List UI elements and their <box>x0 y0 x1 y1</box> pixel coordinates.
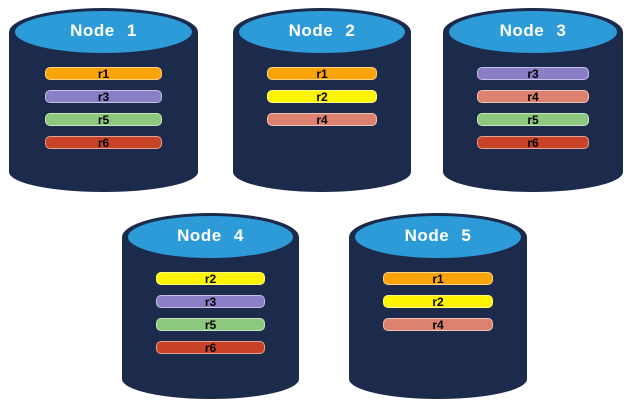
replica-label: r2 <box>316 89 328 104</box>
node-label: Node 4 <box>177 226 244 245</box>
replica-label: r3 <box>97 89 110 104</box>
replica-label: r3 <box>204 294 217 309</box>
replica-bar-r1: r1 <box>266 66 378 81</box>
replica-bar-r6: r6 <box>44 135 163 150</box>
replica-bar-r4: r4 <box>477 90 589 103</box>
replica-label: r5 <box>97 112 110 127</box>
replica-list: r1 r2 r4 <box>266 66 378 127</box>
node-cylinder-4: Node 4 r2 r3 r5 r6 <box>122 213 299 399</box>
replica-bar-r3: r3 <box>477 67 589 80</box>
replica-label: r4 <box>432 317 444 332</box>
replica-bar-r5: r5 <box>155 317 266 332</box>
replica-label: r4 <box>316 112 328 127</box>
replica-bar-r2: r2 <box>266 89 378 104</box>
node-label: Node 3 <box>499 21 567 40</box>
node-cylinder-2: Node 2 r1 r2 r4 <box>233 8 411 192</box>
cylinder-body <box>443 32 623 192</box>
node-cylinder-3: Node 3 r3 r4 r5 r6 <box>443 8 623 192</box>
replica-bar-r4: r4 <box>382 317 494 332</box>
node-label: Node 5 <box>404 226 472 245</box>
cylinder-top: Node 5 <box>355 216 521 258</box>
replica-bar-r2: r2 <box>155 271 266 286</box>
replica-bar-r1: r1 <box>382 271 494 286</box>
cylinder-top: Node 3 <box>449 11 617 53</box>
replica-label: r5 <box>527 112 539 127</box>
replica-label: r2 <box>432 294 444 309</box>
node-label: Node 2 <box>288 21 356 40</box>
node-cylinder-1: Node 1 r1 r3 r5 r6 <box>9 8 198 192</box>
node-cylinder-5: Node 5 r1 r2 r4 <box>349 213 527 399</box>
replica-list: r3 r4 r5 r6 <box>477 67 589 149</box>
replica-label: r6 <box>204 340 217 355</box>
replica-label: r1 <box>432 271 444 286</box>
cylinder-body <box>9 32 198 192</box>
replica-label: r6 <box>97 135 110 150</box>
replica-bar-r5: r5 <box>477 113 589 126</box>
replica-bar-r1: r1 <box>44 66 163 81</box>
replica-label: r5 <box>204 317 217 332</box>
replica-bar-r2: r2 <box>382 294 494 309</box>
replica-label: r2 <box>204 271 217 286</box>
replica-bar-r6: r6 <box>477 136 589 149</box>
cylinder-top: Node 1 <box>15 11 192 53</box>
cylinder-top: Node 2 <box>239 11 405 53</box>
cylinder-body <box>233 32 411 192</box>
replica-bar-r5: r5 <box>44 112 163 127</box>
cylinder-top: Node 4 <box>128 216 293 258</box>
replica-label: r6 <box>527 135 539 150</box>
node-label: Node 1 <box>70 21 137 40</box>
replica-label: r1 <box>97 66 110 81</box>
replica-bar-r3: r3 <box>44 89 163 104</box>
replica-bar-r3: r3 <box>155 294 266 309</box>
replica-list: r2 r3 r5 r6 <box>155 271 266 355</box>
replica-bar-r4: r4 <box>266 112 378 127</box>
replica-label: r1 <box>316 66 328 81</box>
replica-list: r1 r3 r5 r6 <box>44 66 163 150</box>
replica-label: r4 <box>527 89 539 104</box>
replica-label: r3 <box>527 66 539 81</box>
replica-list: r1 r2 r4 <box>382 271 494 332</box>
replica-bar-r6: r6 <box>155 340 266 355</box>
